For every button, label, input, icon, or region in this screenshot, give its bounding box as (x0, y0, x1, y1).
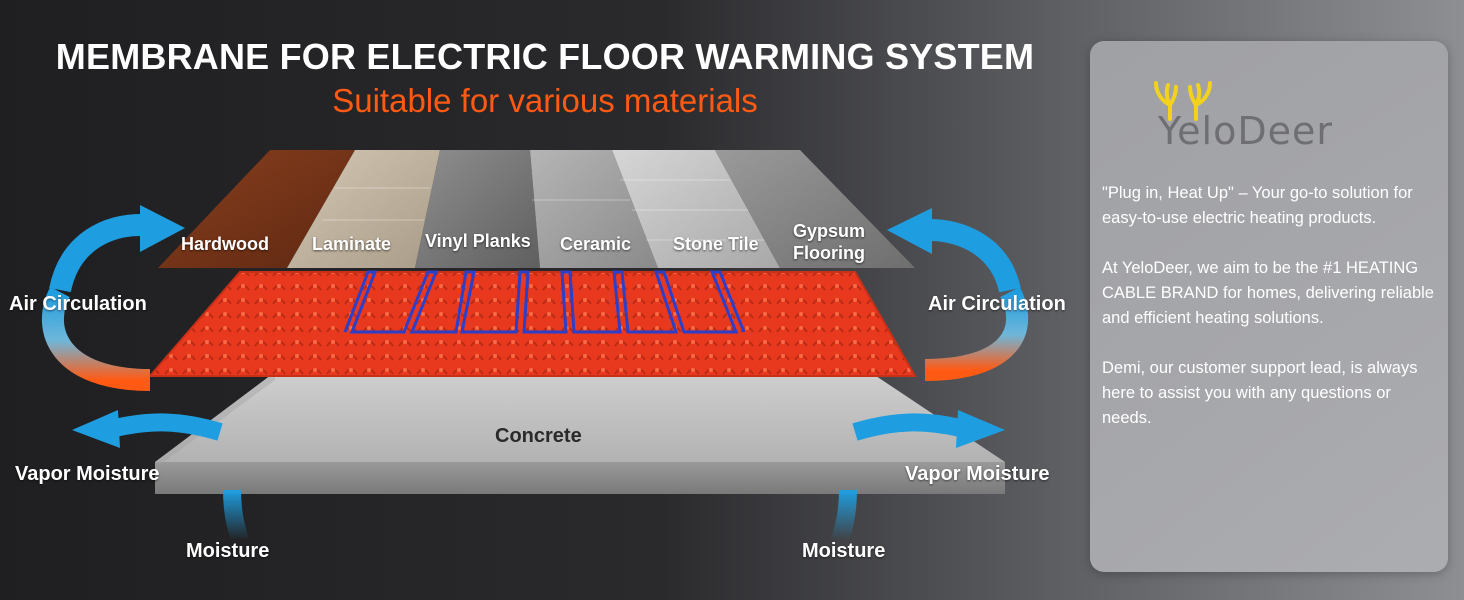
material-label-hardwood: Hardwood (181, 234, 269, 254)
concrete-layer (155, 372, 1005, 494)
material-label-ceramic: Ceramic (560, 234, 632, 254)
moisture-label-left: Moisture (186, 540, 270, 562)
air-circulation-right-arrow (887, 208, 1029, 381)
vapor-moisture-label-right: Vapor Moisture (905, 463, 1050, 485)
air-circulation-left-arrow (41, 205, 185, 391)
page-title: MEMBRANE FOR ELECTRIC FLOOR WARMING SYST… (55, 36, 1035, 77)
flooring-materials-layer (158, 150, 915, 268)
moisture-left-arrow (223, 489, 249, 543)
floor-layers-illustration (41, 150, 1029, 543)
moisture-label-right: Moisture (802, 540, 886, 562)
brand-name: YeloDeer (1158, 109, 1333, 153)
material-label-laminate: Laminate (312, 234, 392, 254)
brand-paragraph-1: "Plug in, Heat Up" – Your go-to solution… (1102, 184, 1413, 227)
vapor-moisture-right-arrow (852, 410, 1005, 448)
moisture-right-arrow (831, 489, 857, 543)
page-subtitle: Suitable for various materials (332, 82, 758, 119)
heating-membrane-layer (147, 270, 917, 377)
deer-antler-icon (1154, 81, 1212, 121)
vapor-moisture-label-left: Vapor Moisture (15, 463, 160, 485)
air-circulation-label-right: Air Circulation (928, 293, 1066, 315)
brand-paragraph-3: Demi, our customer support lead, is alwa… (1102, 359, 1418, 427)
brand-info-panel: YeloDeer "Plug in, Heat Up" – Your go-to… (1090, 41, 1448, 572)
brand-paragraph-2: At YeloDeer, we aim to be the #1 HEATING… (1102, 259, 1434, 327)
brand-description: "Plug in, Heat Up" – Your go-to solution… (1102, 181, 1440, 456)
material-label-gypsum-flooring: Gypsum Flooring (793, 221, 866, 263)
vapor-moisture-left-arrow (72, 410, 223, 448)
heating-cable (343, 270, 746, 334)
brand-logo: YeloDeer (1148, 81, 1398, 161)
air-circulation-label-left: Air Circulation (9, 293, 147, 315)
material-label-stone-tile: Stone Tile (673, 234, 759, 254)
concrete-label: Concrete (495, 425, 582, 447)
material-label-vinyl-planks: Vinyl Planks (425, 231, 531, 251)
